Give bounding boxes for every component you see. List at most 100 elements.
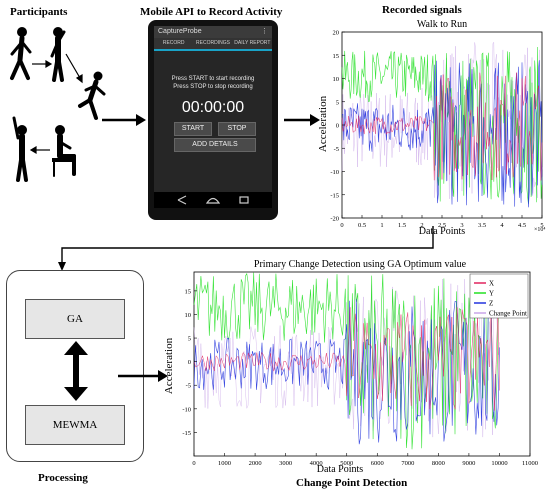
signal-series-line [193, 307, 500, 411]
tab-daily-report[interactable]: DAILY REPORT [234, 40, 271, 46]
stop-message: Press STOP to stop recording [173, 84, 253, 90]
start-message: Press START to start recording [171, 76, 255, 82]
arrow-right-icon [118, 370, 168, 382]
detection-title: Change Point Detection [296, 477, 408, 489]
x-tick-label: 4 [500, 222, 504, 229]
start-button[interactable]: START [174, 122, 212, 136]
x-tick-label: 3 [460, 222, 463, 229]
signal-series-line [193, 298, 500, 445]
chart1-ylabel: Acceleration [317, 95, 329, 152]
chart1-title: Walk to Run [417, 19, 467, 30]
x-tick-label: 6000 [371, 460, 384, 467]
y-tick-label: 15 [333, 53, 340, 60]
add-details-button[interactable]: ADD DETAILS [174, 138, 256, 152]
y-tick-label: 10 [333, 76, 340, 83]
raised-hand-person-icon [12, 116, 28, 182]
app-title-bar: CaptureProbe ⋮ [154, 26, 272, 38]
chart1-x-multiplier: ×10⁴ [534, 227, 545, 233]
x-tick-label: 10000 [491, 460, 507, 467]
processing-title: Processing [38, 472, 88, 484]
back-icon [177, 195, 187, 205]
y-tick-label: 0 [336, 123, 339, 130]
connector-arrow-icon [58, 226, 434, 271]
x-tick-label: 5000 [340, 460, 353, 467]
legend-box [469, 273, 529, 319]
participants-title: Participants [10, 6, 68, 18]
x-tick-label: 2000 [249, 460, 262, 467]
chart1-xlabel: Data Points [419, 226, 465, 236]
y-tick-label: 15 [185, 288, 192, 295]
chart2-title: Primary Change Detection using GA Optimu… [254, 259, 467, 270]
x-tick-label: 2 [420, 222, 423, 229]
arrow-right-icon [284, 114, 320, 126]
chart2-ylabel: Acceleration [163, 337, 175, 394]
y-tick-label: -5 [334, 146, 339, 153]
x-tick-label: 1 [380, 222, 383, 229]
tab-record[interactable]: RECORD [162, 40, 185, 46]
chart2-xlabel: Data Points [317, 464, 363, 474]
x-tick-label: 3.5 [478, 222, 486, 229]
running-person-icon [78, 71, 106, 120]
signal-series-line [341, 72, 543, 181]
y-tick-label: -5 [186, 383, 191, 390]
tab-recordings[interactable]: RECORDINGS [196, 40, 230, 46]
x-tick-label: 2.5 [438, 222, 446, 229]
phone-user-icon [50, 27, 66, 82]
y-tick-label: 5 [336, 99, 339, 106]
x-tick-label: 11000 [522, 460, 538, 467]
chart1-plot-area [341, 31, 543, 219]
x-tick-label: 1000 [218, 460, 231, 467]
phone-frame: CaptureProbe ⋮ RECORD RECORDINGS DAILY R… [148, 20, 278, 220]
mobile-title: Mobile API to Record Activity [140, 6, 283, 18]
y-tick-label: -10 [182, 406, 191, 413]
participants-illustration [10, 27, 106, 182]
processing-box: GA MEWMA [6, 270, 144, 462]
legend-label: Z [489, 300, 493, 308]
x-tick-label: 9000 [462, 460, 475, 467]
home-icon [205, 197, 221, 204]
ga-box: GA [25, 299, 125, 339]
chart2-legend: XYZ Change Point [469, 273, 529, 319]
y-tick-label: 0 [188, 359, 191, 366]
seated-person-icon [52, 125, 76, 177]
x-tick-label: 1.5 [398, 222, 406, 229]
signal-series-line [341, 41, 543, 200]
walk-to-run-chart: Walk to Run 0 0.5 1 1.5 2 2.5 3 3.5 4 4.5 5 20 15 10… [317, 19, 545, 236]
x-tick-label: 4.5 [518, 222, 526, 229]
y-tick-label: -20 [330, 216, 339, 223]
android-nav-bar [154, 192, 272, 208]
stop-button[interactable]: STOP [218, 122, 256, 136]
arrow-right-icon [102, 114, 146, 126]
y-tick-label: 20 [333, 30, 340, 37]
y-tick-label: 5 [188, 336, 191, 343]
x-tick-label: 0 [192, 460, 195, 467]
recording-timer: 00:00:00 [181, 99, 245, 116]
x-tick-label: 0.5 [358, 222, 366, 229]
y-tick-label: 10 [185, 312, 192, 319]
tab-bar: RECORD RECORDINGS DAILY REPORT [154, 38, 272, 51]
x-tick-label: 7000 [401, 460, 414, 467]
change-detection-chart: Primary Change Detection using GA Optimu… [163, 259, 538, 474]
x-tick-label: 4000 [310, 460, 323, 467]
plot-frame [341, 31, 543, 219]
x-tick-label: 8000 [432, 460, 445, 467]
signal-series-line [342, 60, 543, 208]
recent-apps-icon [239, 196, 249, 204]
app-name: CaptureProbe [158, 28, 202, 35]
x-tick-label: 5 [540, 222, 543, 229]
walking-person-icon [10, 27, 32, 80]
y-tick-label: -15 [182, 430, 191, 437]
overflow-menu-icon[interactable]: ⋮ [261, 28, 268, 35]
legend-label: Y [489, 290, 494, 298]
x-tick-label: 3000 [279, 460, 292, 467]
legend-label: Change Point [489, 310, 527, 318]
legend-label: X [489, 280, 494, 288]
x-tick-label: 0 [340, 222, 343, 229]
phone-screen: CaptureProbe ⋮ RECORD RECORDINGS DAILY R… [154, 26, 272, 208]
signal-series-line [341, 46, 543, 204]
double-arrow-icon [64, 341, 88, 401]
mewma-box: MEWMA [25, 405, 125, 445]
recorded-title: Recorded signals [382, 4, 462, 16]
y-tick-label: -15 [330, 192, 339, 199]
arrow-icon [65, 53, 81, 79]
